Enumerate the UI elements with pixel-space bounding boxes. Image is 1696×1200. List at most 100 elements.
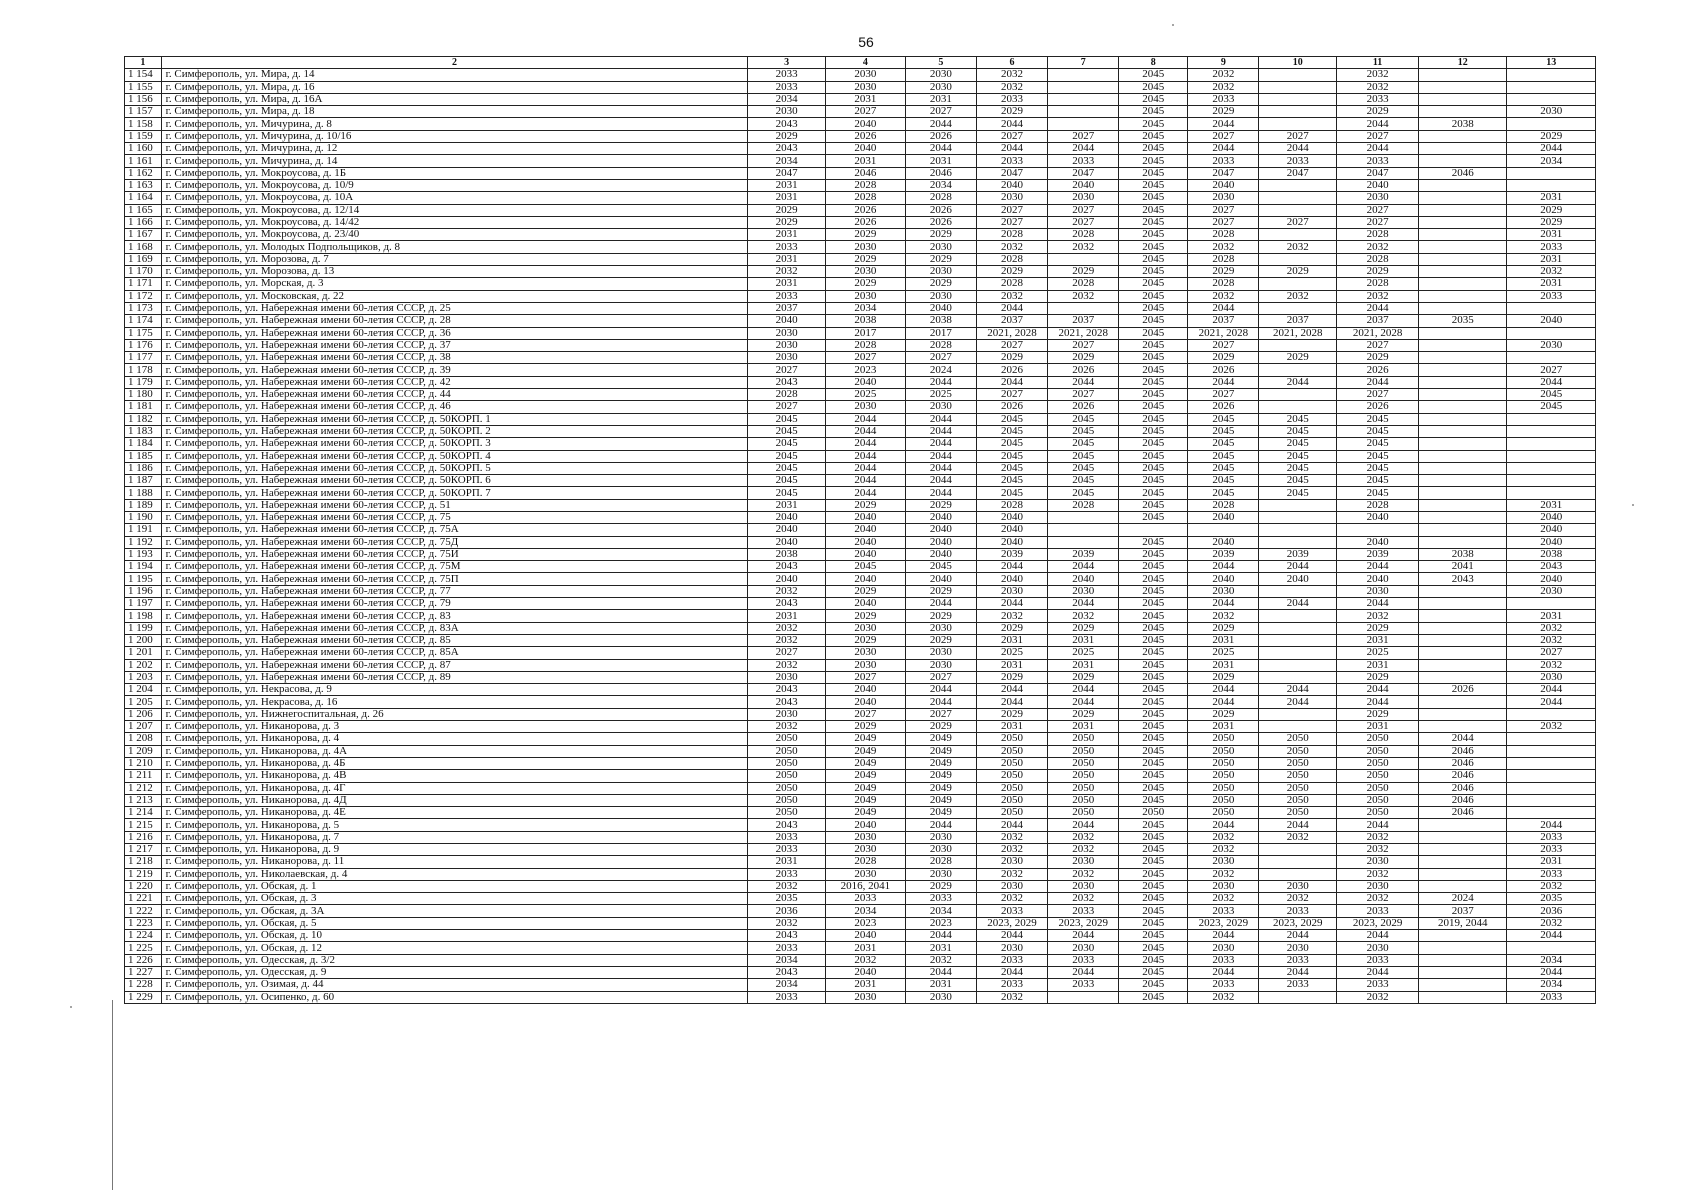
year-cell	[1258, 523, 1338, 537]
year-cell: 2044	[1418, 732, 1508, 746]
year-cell: 2041	[1418, 560, 1508, 574]
year-cell	[1506, 941, 1596, 955]
year-cell: 2030	[904, 400, 977, 414]
column-header: 9	[1187, 55, 1260, 70]
year-cell: 2032	[1187, 609, 1260, 623]
row-number-cell: 1 185	[124, 449, 162, 463]
year-cell: 2040	[904, 301, 977, 316]
year-cell: 2029	[1336, 105, 1420, 119]
year-cell: 2045	[1118, 215, 1189, 230]
year-cell	[1418, 289, 1508, 303]
year-cell: 2050	[1336, 806, 1420, 820]
year-cell: 2040	[824, 683, 906, 697]
year-cell: 2029	[904, 498, 977, 512]
year-cell: 2045	[1336, 437, 1420, 451]
year-cell: 2030	[904, 289, 977, 303]
year-cell: 2031	[1047, 633, 1120, 648]
year-cell: 2033	[1047, 904, 1120, 918]
year-cell: 2031	[747, 498, 826, 512]
year-cell: 2027	[1336, 215, 1420, 230]
year-cell: 2043	[1418, 572, 1508, 586]
year-cell	[1187, 523, 1260, 537]
address-cell: г. Симферополь, ул. Набережная имени 60-…	[160, 314, 749, 328]
year-cell: 2032	[1047, 892, 1120, 906]
year-cell: 2045	[1118, 904, 1189, 918]
year-cell: 2030	[1506, 670, 1596, 685]
year-cell: 2030	[1047, 191, 1120, 205]
year-cell: 2027	[1047, 338, 1120, 353]
year-cell: 2028	[824, 191, 906, 205]
year-cell: 2033	[975, 904, 1049, 918]
year-cell: 2040	[747, 523, 826, 537]
year-cell: 2045	[1118, 265, 1189, 279]
row-number-cell: 1 216	[124, 830, 162, 845]
year-cell: 2026	[1336, 400, 1420, 414]
year-cell: 2046	[1418, 781, 1508, 795]
year-cell: 2040	[1187, 535, 1260, 549]
year-cell: 2044	[824, 461, 906, 476]
year-cell: 2029	[1336, 265, 1420, 279]
year-cell: 2028	[1187, 277, 1260, 291]
year-cell: 2049	[904, 756, 977, 771]
year-cell: 2050	[1047, 806, 1120, 820]
year-cell	[1506, 781, 1596, 795]
column-header: 13	[1506, 55, 1596, 70]
year-cell	[1258, 400, 1338, 414]
year-cell: 2044	[1336, 597, 1420, 611]
year-cell: 2045	[1118, 437, 1189, 451]
year-cell: 2030	[975, 941, 1049, 955]
year-cell: 2049	[904, 781, 977, 795]
year-cell: 2045	[1118, 990, 1189, 1004]
year-cell: 2050	[1047, 769, 1120, 783]
row-number-cell: 1 157	[124, 105, 162, 119]
year-cell: 2027	[1336, 338, 1420, 353]
year-cell: 2032	[975, 867, 1049, 881]
year-cell: 2044	[1258, 375, 1338, 390]
year-cell: 2045	[1118, 670, 1189, 685]
column-header: 2	[160, 55, 749, 70]
year-cell: 2031	[824, 92, 906, 107]
year-cell: 2044	[1187, 683, 1260, 697]
row-number-cell: 1 156	[124, 92, 162, 107]
year-cell: 2032	[1047, 867, 1120, 881]
year-cell: 2050	[1258, 781, 1338, 795]
year-cell: 2045	[1047, 424, 1120, 439]
year-cell	[1506, 793, 1596, 808]
year-cell: 2033	[1047, 978, 1120, 992]
row-number-cell: 1 217	[124, 842, 162, 857]
year-cell: 2044	[1336, 929, 1420, 943]
year-cell: 2050	[1336, 781, 1420, 795]
year-cell: 2045	[1187, 474, 1260, 488]
year-cell: 2045	[1118, 707, 1189, 722]
row-number-cell: 1 170	[124, 265, 162, 279]
year-cell: 2044	[904, 965, 977, 980]
address-cell: г. Симферополь, ул. Обская, д. 1	[160, 879, 749, 894]
year-cell: 2031	[904, 92, 977, 107]
year-cell: 2045	[747, 437, 826, 451]
year-cell	[1418, 326, 1508, 340]
year-cell: 2029	[747, 203, 826, 217]
year-cell: 2040	[824, 597, 906, 611]
row-number-cell: 1 218	[124, 855, 162, 869]
year-cell: 2033	[747, 289, 826, 303]
year-cell	[1258, 338, 1338, 353]
year-cell: 2045	[747, 412, 826, 426]
year-cell: 2033	[1336, 154, 1420, 168]
year-cell: 2045	[1118, 953, 1189, 967]
year-cell: 2034	[824, 301, 906, 316]
year-cell: 2025	[1336, 646, 1420, 660]
row-number-cell: 1 173	[124, 301, 162, 316]
row-number-cell: 1 219	[124, 867, 162, 881]
year-cell: 2029	[1336, 621, 1420, 635]
year-cell: 2030	[1047, 941, 1120, 955]
year-cell: 2032	[975, 990, 1049, 1004]
year-cell	[1418, 252, 1508, 267]
year-cell	[1506, 449, 1596, 463]
year-cell: 2045	[1118, 314, 1189, 328]
